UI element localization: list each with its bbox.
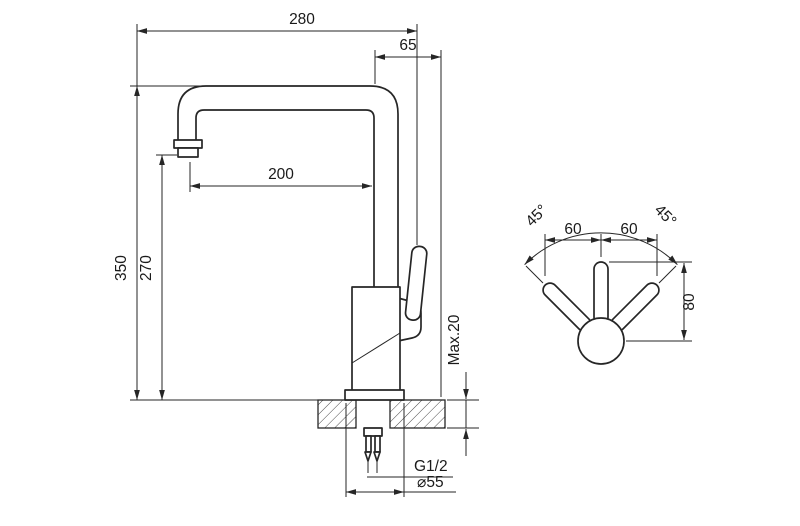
- handle-lever: [404, 245, 428, 321]
- body-seam: [351, 332, 401, 364]
- dim-base-diameter: ⌀55: [345, 474, 456, 495]
- dim-span-right: 60: [600, 221, 658, 243]
- hose-left-tip: [364, 451, 372, 462]
- dim-top-offset: 65: [374, 37, 442, 60]
- dim-span-right-label: 60: [620, 221, 638, 238]
- dim-span-left-label: 60: [564, 221, 582, 238]
- handle-position-center: [593, 261, 609, 325]
- dim-rotation-left-label: 45°: [523, 202, 552, 231]
- handle-rotation-view: 45° 45° 60 60 80: [523, 202, 698, 365]
- countertop-right: [389, 399, 446, 429]
- dim-outlet-height: 270: [138, 154, 165, 401]
- spout-tube: [177, 85, 399, 289]
- dim-max-thickness: Max.20: [446, 314, 469, 456]
- hose-right-tip: [373, 451, 381, 462]
- rotation-arc: [524, 232, 678, 265]
- dim-handle-length-label: 80: [681, 293, 698, 311]
- countertop-section: [317, 399, 446, 429]
- dim-thread: G1/2: [367, 458, 453, 478]
- dim-span-left: 60: [544, 221, 602, 243]
- axis-line-right: [658, 265, 677, 284]
- dim-max-thickness-label: Max.20: [446, 314, 463, 365]
- dim-rotation-right-label: 45°: [651, 202, 680, 231]
- dim-total-height-label: 350: [113, 255, 130, 281]
- dim-top-width: 280: [136, 11, 418, 34]
- hose-left: [365, 435, 372, 453]
- dim-total-height: 350: [113, 85, 140, 401]
- hose-right: [374, 435, 381, 453]
- spout-outlet-aerator: [177, 147, 199, 158]
- faucet-body-circle: [577, 317, 625, 365]
- axis-line-left: [525, 265, 544, 284]
- faucet-side-view: [173, 85, 428, 473]
- dim-thread-label: G1/2: [414, 458, 448, 475]
- faucet-base-flange: [344, 389, 405, 401]
- dim-spout-reach-label: 200: [268, 166, 294, 183]
- dim-top-width-label: 280: [289, 11, 315, 28]
- dim-base-diameter-label: ⌀55: [417, 474, 444, 491]
- under-counter-parts: [363, 427, 383, 473]
- dim-handle-length: 80: [609, 261, 698, 342]
- dim-spout-reach: 200: [189, 166, 373, 189]
- spout-outlet-collar: [173, 139, 203, 149]
- countertop-left: [317, 399, 357, 429]
- threaded-shank: [363, 427, 383, 437]
- dim-outlet-height-label: 270: [138, 255, 155, 281]
- faucet-body: [351, 286, 401, 392]
- dim-top-offset-label: 65: [399, 37, 416, 54]
- side-view-dimensions: 280 65 200 350 270 Max.20: [113, 11, 479, 497]
